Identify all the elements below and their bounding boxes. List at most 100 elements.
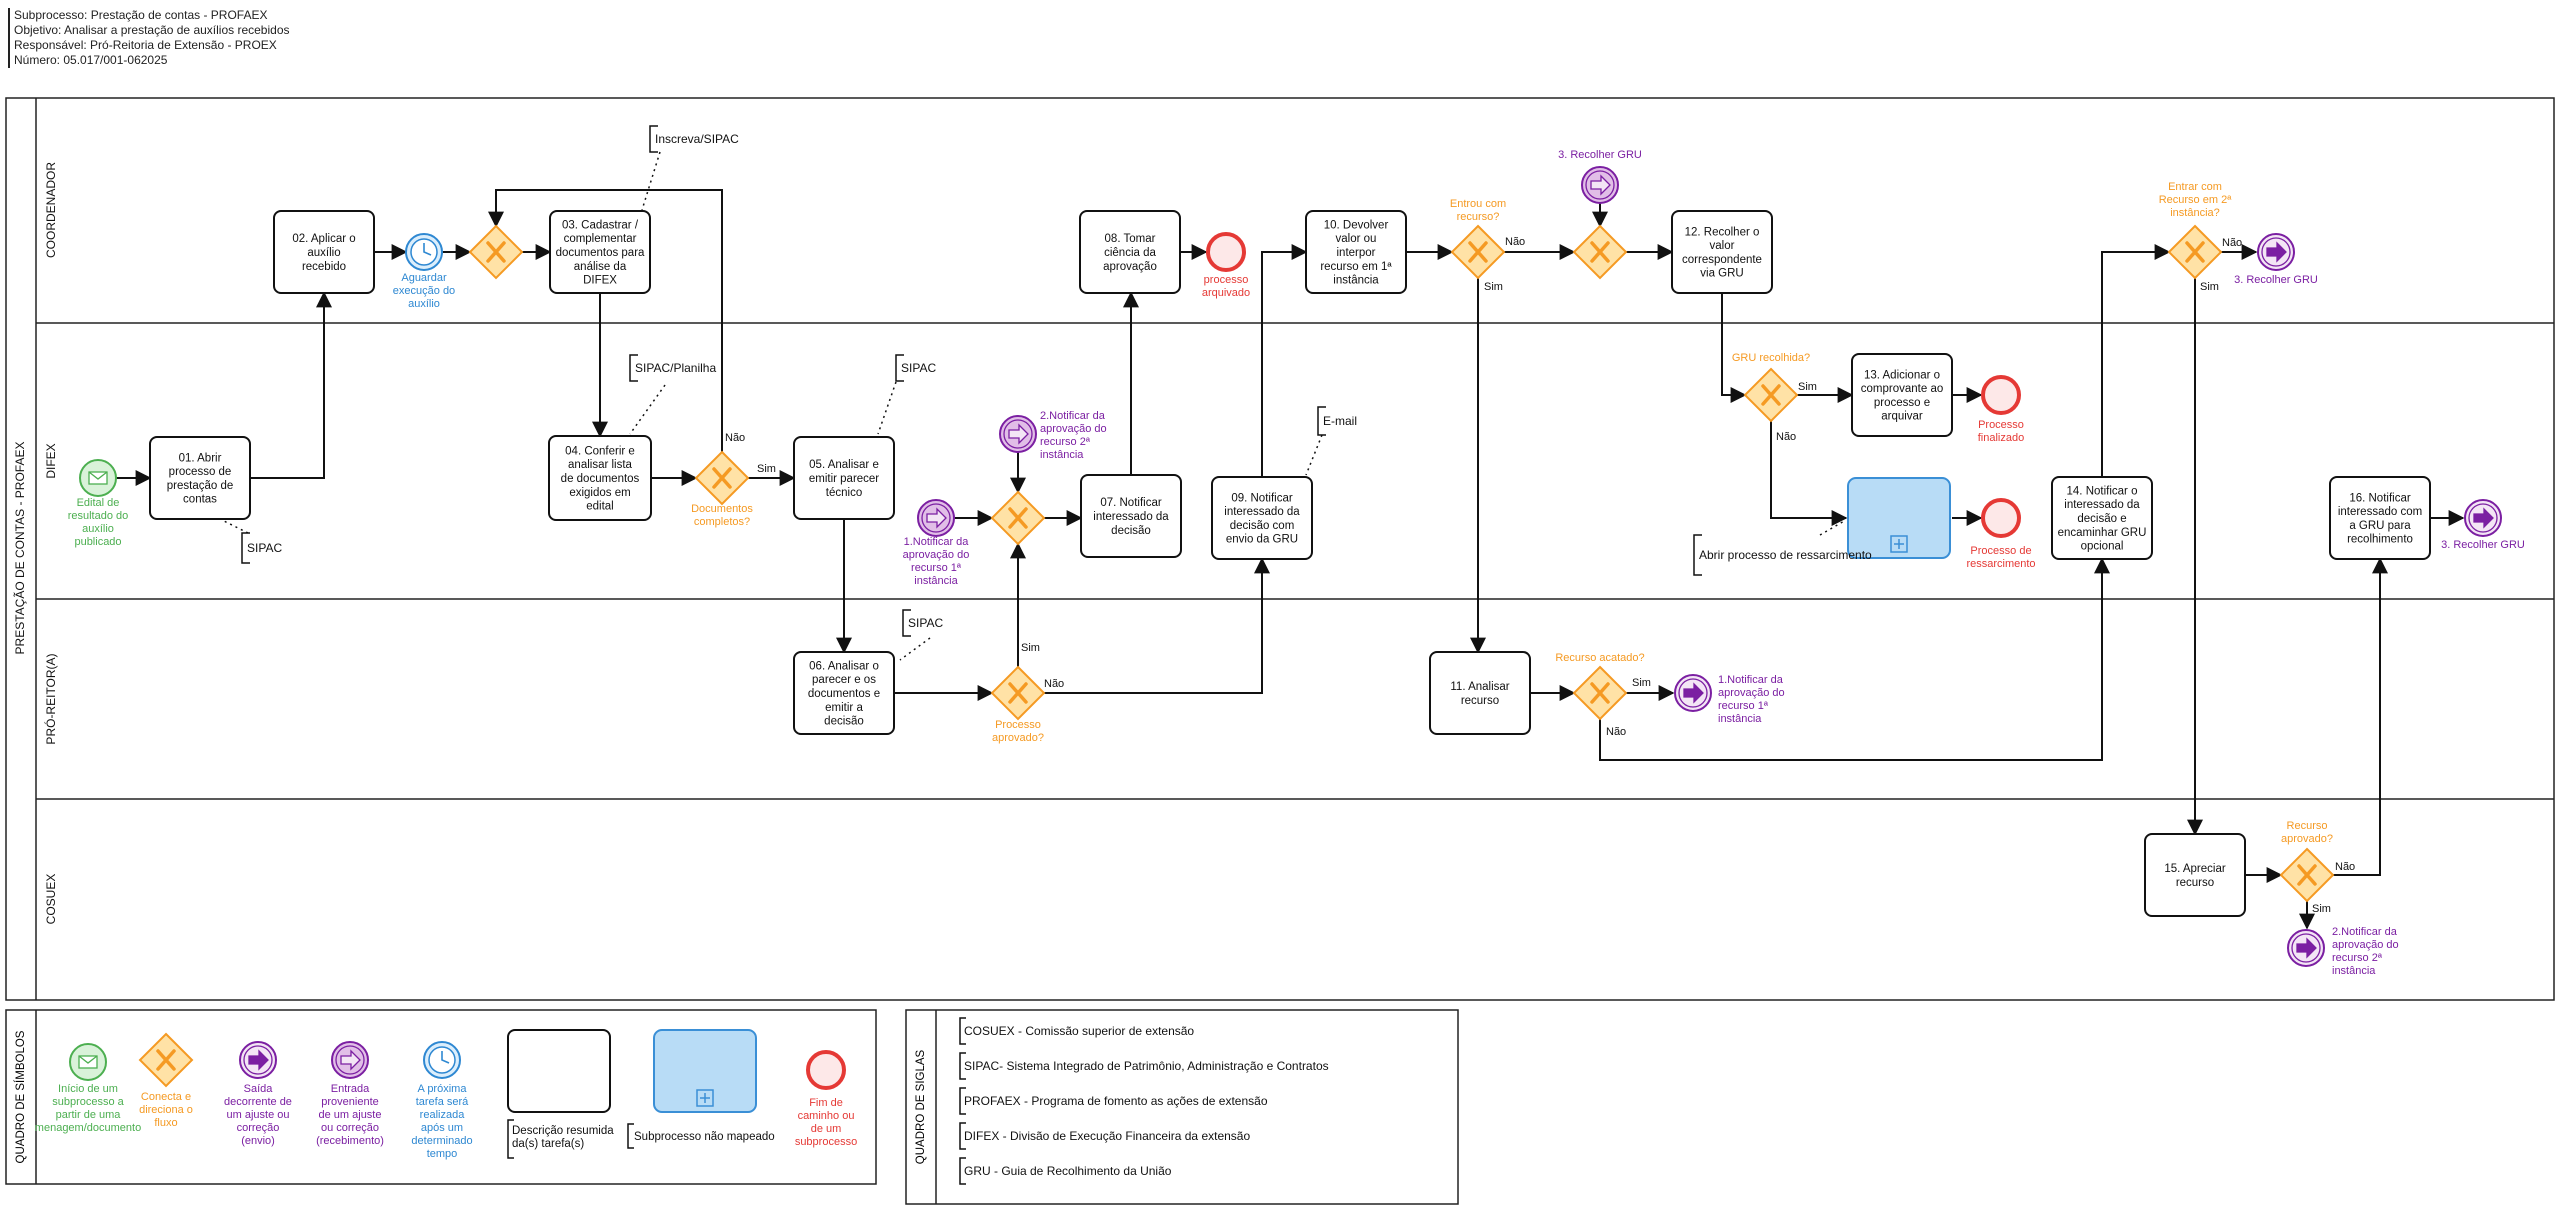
sequence-flow [488,189,723,452]
arrow-icon [1590,174,1611,196]
annotation-text: SIPAC [901,361,936,375]
event-inner-ring [1678,678,1708,708]
annotation-bracket [1693,534,1702,576]
flow-label: Não [1776,431,1796,443]
envelope-flap [88,471,108,480]
annotation-bracket [241,532,250,564]
event-inner-ring [2468,503,2498,533]
task-box[interactable] [1079,210,1181,294]
gateway-x-icon [1008,507,1028,529]
task-box[interactable] [1851,353,1953,437]
gateway-x-icon [2297,864,2317,886]
collapsed-subprocess[interactable] [653,1029,757,1113]
arrow-icon [2473,507,2494,529]
gateway-x-icon [1008,682,1028,704]
flow-label: Não [2222,237,2242,249]
flow-label: Não [1505,236,1525,248]
annotation-text: SIPAC/Planilha [635,361,716,375]
message-label: 3. Recolher GRU [1558,149,1642,161]
edges-layer [116,189,2465,930]
sequence-flow [1599,557,2110,761]
annotation-bracket [895,354,904,382]
arrow-icon [2266,241,2287,263]
legend-annotation-bracket [627,1123,634,1149]
pool-title: PRESTAÇÃO DE CONTAS - PROFAEX [13,442,27,655]
task-box[interactable] [1429,651,1531,735]
sequence-flow [1261,244,1308,477]
sequence-flow [1721,293,1747,403]
flow-label: Sim [757,463,776,475]
arrow-icon [2296,937,2317,959]
task-box[interactable] [2051,476,2153,560]
event-inner-ring [243,1045,273,1075]
collapsed-subprocess[interactable] [1847,477,1951,559]
lane-label: PRÓ-REITOR(A) [43,653,58,744]
legend-siglas-title: QUADRO DE SIGLAS [915,1049,927,1164]
task-box[interactable] [149,436,251,520]
legend-task-box [507,1029,611,1113]
flow-label: Sim [1021,642,1040,654]
legend-annotation-bracket [507,1119,514,1159]
plus-box-icon [696,1089,714,1107]
task-box[interactable] [2329,476,2431,560]
task-box[interactable] [549,210,651,294]
annotation-text: SIPAC [247,541,282,555]
legend-label: Subprocesso não mapeado [634,1131,775,1143]
end-event [806,1050,846,1090]
flow-label: Não [1044,678,1064,690]
flow-label: Sim [2312,903,2331,915]
task-box[interactable] [1305,210,1407,294]
flow-label: Sim [1798,381,1817,393]
event-inner-ring [2261,237,2291,267]
sigla-item: DIFEX - Divisão de Execução Financeira d… [964,1129,1250,1143]
event-inner-ring [335,1045,365,1075]
annotation-text: Inscreva/SIPAC [655,132,739,146]
task-box[interactable] [1671,210,1773,294]
association-line [1305,434,1323,476]
task-box[interactable] [793,651,895,735]
plus-icon [700,1093,710,1103]
gateway-label: Recurso acatado? [1555,652,1644,664]
end-event [1981,498,2021,538]
task-box[interactable] [793,436,895,520]
message-label: 3. Recolher GRU [2234,274,2318,286]
header-number: Número: 05.017/001-062025 [14,53,168,67]
sequence-flow [2333,557,2388,876]
clock-hands [423,243,432,256]
event-inner-ring [921,503,951,533]
gateway-x-icon [1590,241,1610,263]
task-box[interactable] [1211,476,1313,560]
sequence-flow [1770,421,1848,526]
annotation-bracket [649,125,658,153]
sigla-item: PROFAEX - Programa de fomento as ações d… [964,1094,1268,1108]
header-subprocess: Subprocesso: Prestação de contas - PROFA… [14,8,268,22]
task-box[interactable] [1080,474,1182,558]
task-box[interactable] [2144,833,2246,917]
pool-border [5,97,2555,1001]
plus-icon [1894,539,1904,549]
annotation-bracket [629,354,638,382]
legend-siglas-box [905,1009,1459,1205]
header-objective: Objetivo: Analisar a prestação de auxíli… [14,23,290,37]
arrow-icon [926,507,947,529]
task-box[interactable] [548,435,652,521]
association-line [221,519,249,534]
task-box[interactable] [273,210,375,294]
annotation-text: SIPAC [908,616,943,630]
